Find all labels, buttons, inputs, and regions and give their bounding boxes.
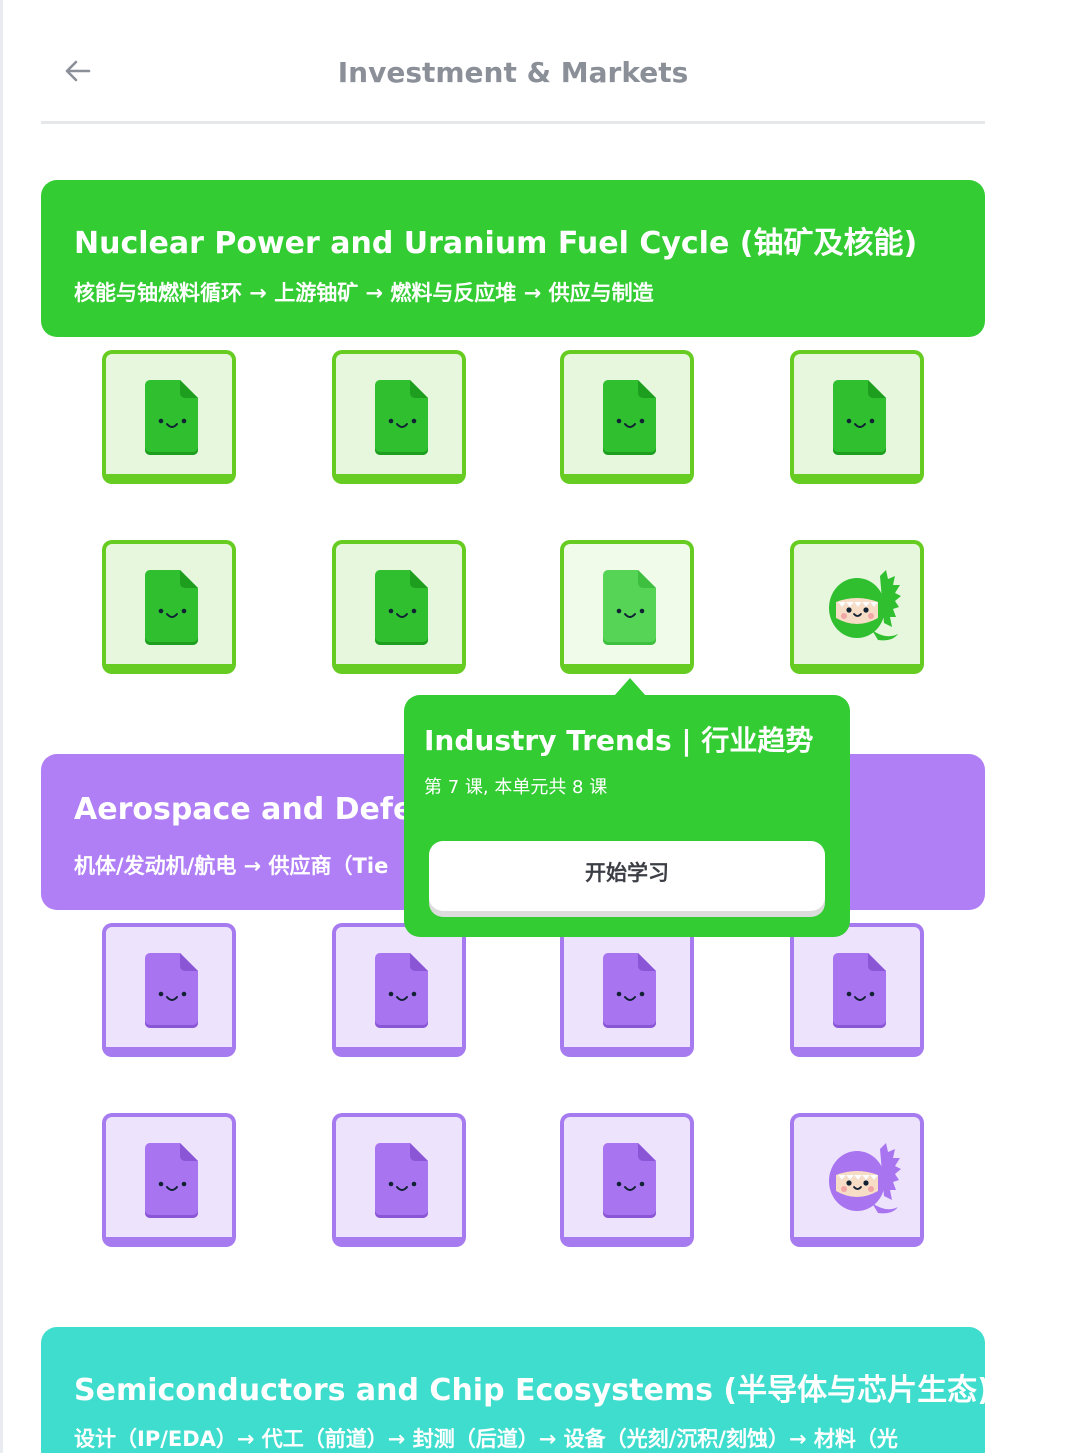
document-face-icon	[375, 570, 428, 645]
dino-mascot-icon	[829, 570, 901, 641]
lesson-tile[interactable]	[790, 923, 924, 1057]
lesson-tile[interactable]	[560, 923, 694, 1057]
document-face-icon	[375, 1143, 428, 1218]
left-edge	[0, 0, 3, 1453]
arrow-left-icon	[65, 60, 91, 82]
document-face-icon	[833, 380, 886, 455]
lesson-tile[interactable]	[790, 350, 924, 484]
dino-mascot-icon	[829, 1143, 901, 1214]
lesson-tile[interactable]	[102, 540, 236, 674]
document-face-icon	[375, 380, 428, 455]
popover-arrow	[614, 678, 646, 696]
document-face-icon	[145, 380, 198, 455]
lesson-tile[interactable]	[332, 1113, 466, 1247]
document-face-icon	[603, 380, 656, 455]
lesson-tile[interactable]	[332, 923, 466, 1057]
popover-title: Industry Trends | 行业趋势	[424, 724, 814, 757]
unit-subtitle: 机体/发动机/航电 → 供应商（Tie	[74, 854, 389, 878]
document-face-icon	[145, 570, 198, 645]
document-face-icon	[603, 1143, 656, 1218]
review-tile[interactable]	[790, 1113, 924, 1247]
document-face-icon	[145, 953, 198, 1028]
back-button[interactable]	[61, 54, 95, 88]
document-face-icon	[375, 953, 428, 1028]
document-face-icon	[603, 953, 656, 1028]
page-title: Investment & Markets	[337, 56, 689, 89]
unit-banner-semiconductors[interactable]: Semiconductors and Chip Ecosystems (半导体与…	[41, 1327, 985, 1453]
lesson-tile[interactable]	[560, 1113, 694, 1247]
lesson-tile[interactable]	[102, 923, 236, 1057]
document-face-icon	[603, 570, 656, 645]
right-edge	[1060, 0, 1080, 1453]
popover-subtitle: 第 7 课, 本单元共 8 课	[424, 777, 608, 798]
unit-subtitle: 核能与铀燃料循环 → 上游铀矿 → 燃料与反应堆 → 供应与制造	[74, 281, 654, 305]
unit-title: Semiconductors and Chip Ecosystems (半导体与…	[74, 1373, 985, 1408]
document-face-icon	[833, 953, 886, 1028]
lesson-tile[interactable]	[102, 350, 236, 484]
review-tile[interactable]	[790, 540, 924, 674]
lesson-tile[interactable]	[560, 350, 694, 484]
lesson-tile-current[interactable]	[560, 540, 694, 674]
unit-title: Nuclear Power and Uranium Fuel Cycle (铀矿…	[74, 226, 918, 261]
unit-subtitle: 设计（IP/EDA）→ 代工（前道）→ 封测（后道）→ 设备（光刻/沉积/刻蚀）…	[74, 1427, 898, 1451]
document-face-icon	[145, 1143, 198, 1218]
start-learning-button[interactable]: 开始学习	[429, 841, 825, 911]
lesson-tile[interactable]	[102, 1113, 236, 1247]
lesson-tile[interactable]	[332, 350, 466, 484]
unit-banner-nuclear[interactable]: Nuclear Power and Uranium Fuel Cycle (铀矿…	[41, 180, 985, 337]
lesson-popover: Industry Trends | 行业趋势 第 7 课, 本单元共 8 课 开…	[404, 695, 850, 937]
lesson-tile[interactable]	[332, 540, 466, 674]
header: Investment & Markets	[41, 30, 985, 124]
